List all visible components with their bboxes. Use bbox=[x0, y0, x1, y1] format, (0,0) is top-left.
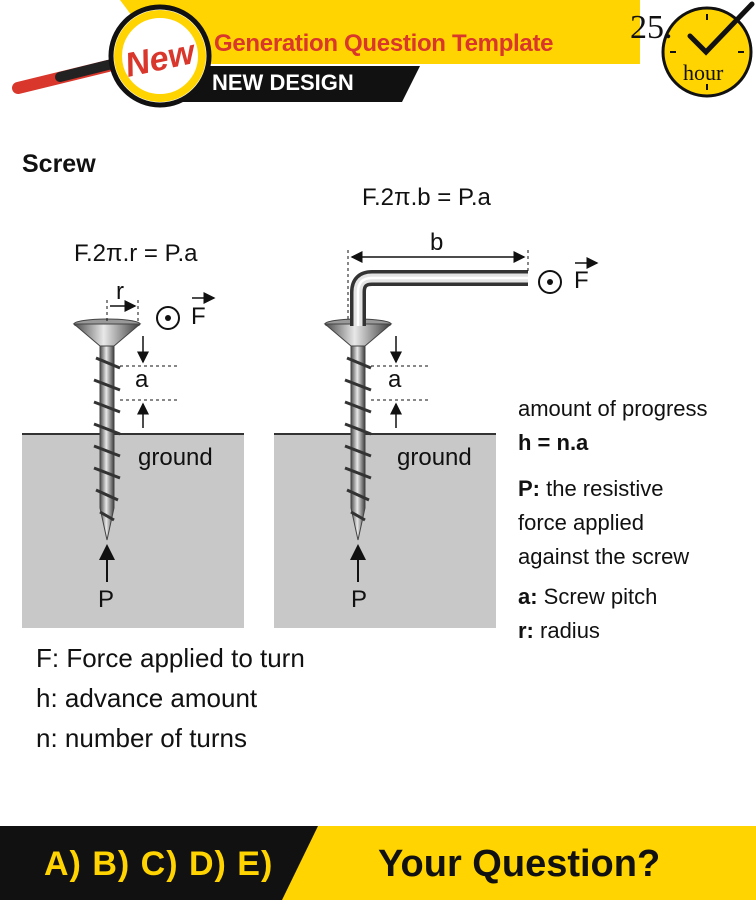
radius-label: r bbox=[116, 278, 124, 305]
header-title: Generation Question Template bbox=[214, 30, 554, 57]
arm-label: b bbox=[430, 229, 444, 256]
definition-f: F: Force applied to turn bbox=[36, 643, 305, 673]
definition-r: r: radius bbox=[518, 618, 600, 643]
load-label-left: P bbox=[98, 586, 115, 613]
clock-check-icon bbox=[661, 1, 755, 98]
ground-label-right: ground bbox=[397, 444, 472, 471]
ground-block-right bbox=[274, 434, 496, 628]
force-out-of-page-icon-right bbox=[538, 257, 599, 294]
definition-n: n: number of turns bbox=[36, 723, 247, 753]
force-label-left: F bbox=[191, 303, 206, 330]
definition-h: h: advance amount bbox=[36, 683, 258, 713]
ground-label-left: ground bbox=[138, 444, 213, 471]
progress-formula: h = n.a bbox=[518, 430, 589, 455]
progress-heading: amount of progress bbox=[518, 396, 708, 421]
header-subtitle: NEW DESIGN bbox=[212, 70, 354, 95]
question-prompt: Your Question? bbox=[378, 843, 661, 885]
ground-block-left bbox=[22, 434, 244, 628]
force-out-of-page-icon-left bbox=[156, 292, 216, 330]
screw-left bbox=[72, 318, 142, 541]
definitions-left: F: Force applied to turn h: advance amou… bbox=[36, 638, 305, 758]
pitch-label-right: a bbox=[388, 366, 402, 393]
pitch-label-left: a bbox=[135, 366, 149, 393]
answer-options: A) B) C) D) E) bbox=[44, 845, 274, 883]
section-title: Screw bbox=[22, 150, 96, 178]
equation-right: F.2π.b = P.a bbox=[362, 184, 491, 211]
definition-p-line2: force applied bbox=[518, 510, 644, 535]
definitions-right: amount of progress h = n.a P: the resist… bbox=[518, 392, 748, 648]
definition-a: a: Screw pitch bbox=[518, 584, 658, 609]
hex-key-lever bbox=[350, 270, 528, 326]
force-label-right: F bbox=[574, 267, 589, 294]
magnifier-icon bbox=[12, 4, 212, 108]
clock-number: 25. bbox=[630, 9, 673, 46]
load-label-right: P bbox=[351, 586, 368, 613]
screw-right bbox=[323, 318, 393, 541]
header-graphic: New 25. hour bbox=[12, 0, 755, 108]
definition-p-line3: against the screw bbox=[518, 544, 690, 569]
footer-graphic bbox=[0, 826, 756, 900]
definition-p: P: the resistive bbox=[518, 476, 664, 501]
clock-unit: hour bbox=[683, 60, 724, 85]
equation-left: F.2π.r = P.a bbox=[74, 240, 198, 267]
screw-diagram bbox=[22, 250, 599, 628]
